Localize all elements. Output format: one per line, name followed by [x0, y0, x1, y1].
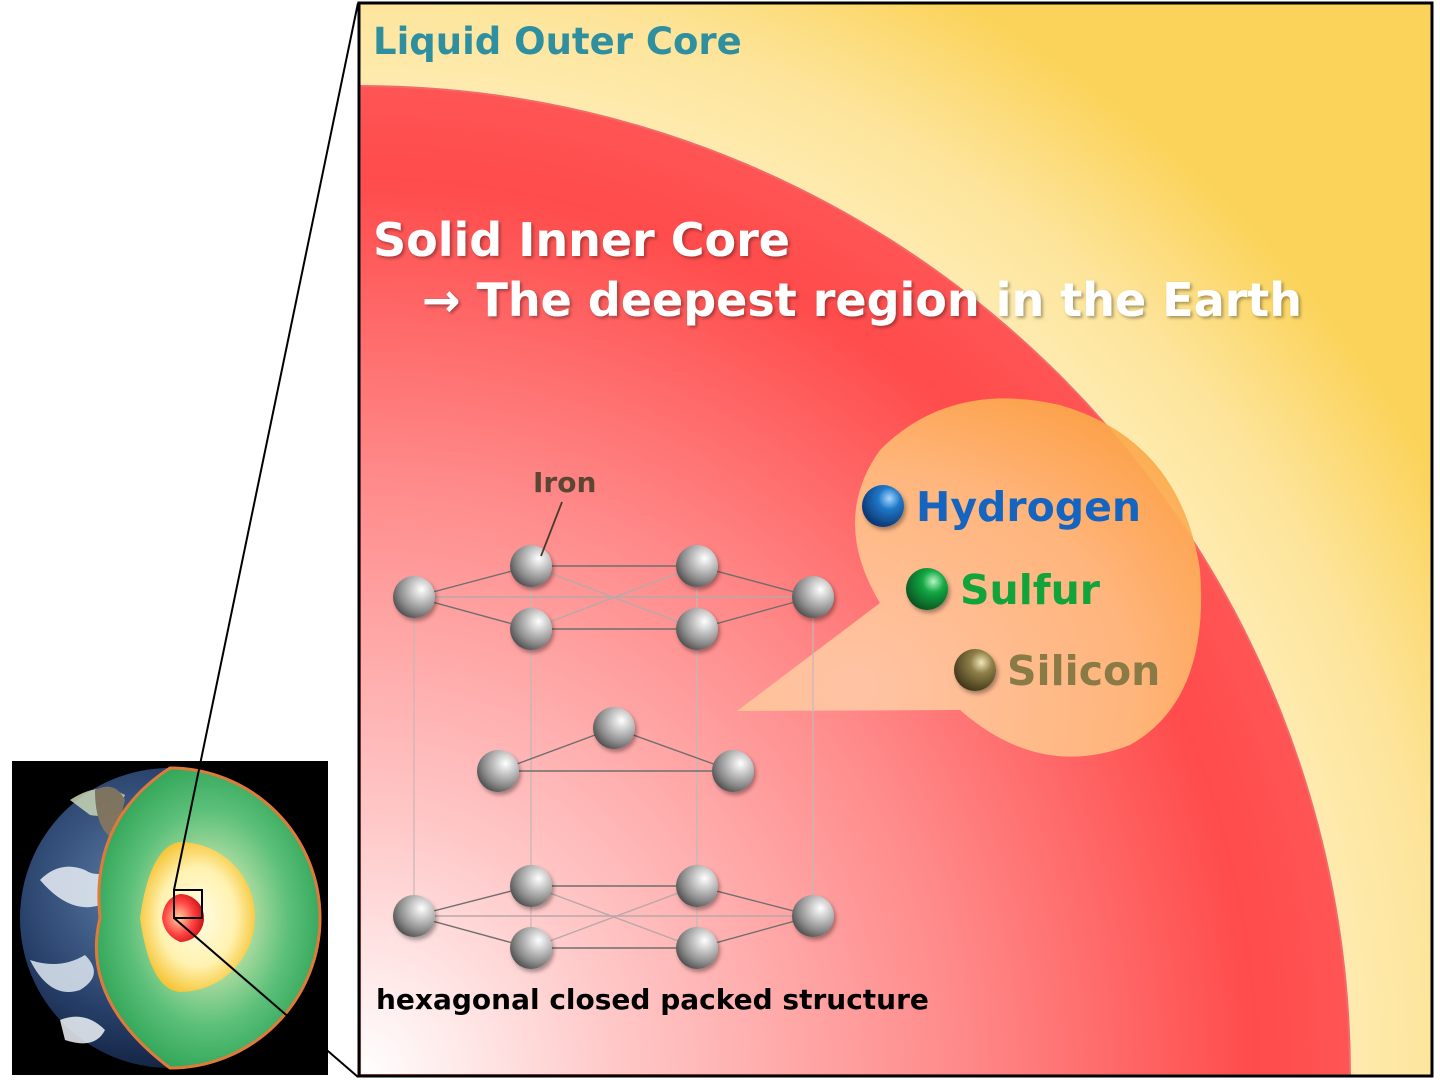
iron-atom — [510, 545, 552, 587]
silicon-label: Silicon — [1007, 647, 1160, 695]
iron-atom — [593, 707, 635, 749]
inner-core-sublabel: → The deepest region in the Earth — [422, 273, 1302, 327]
sulfur-atom — [906, 568, 948, 610]
iron-atom — [510, 927, 552, 969]
iron-atom — [510, 865, 552, 907]
iron-atom — [792, 895, 834, 937]
iron-atom — [393, 895, 435, 937]
iron-atom — [792, 576, 834, 618]
iron-atom — [676, 608, 718, 650]
sulfur-label: Sulfur — [960, 566, 1101, 614]
iron-atom — [676, 927, 718, 969]
lattice-middle-triangle — [497, 727, 734, 772]
iron-atom — [393, 576, 435, 618]
iron-atom — [477, 750, 519, 792]
element-item-sulfur: Sulfur — [906, 566, 1101, 614]
lattice-caption: hexagonal closed packed structure — [376, 983, 929, 1016]
iron-atom — [510, 608, 552, 650]
iron-pointer-line — [540, 501, 563, 557]
inner-core-label: Solid Inner Core — [373, 213, 790, 267]
inner-core-region — [360, 84, 1352, 1075]
iron-atom — [676, 545, 718, 587]
iron-atom — [712, 750, 754, 792]
hydrogen-atom — [862, 485, 904, 527]
light-elements-bubble — [737, 398, 1202, 757]
zoom-line-top — [173, 2, 359, 891]
element-item-silicon: Silicon — [954, 647, 1160, 695]
iron-atoms — [393, 545, 834, 969]
element-list: Hydrogen Sulfur Silicon — [862, 483, 1160, 695]
earth-inset — [12, 761, 328, 1075]
silicon-atom — [954, 649, 996, 691]
element-item-hydrogen: Hydrogen — [862, 483, 1141, 531]
hcp-lattice: Iron hexagonal closed packed structure — [376, 466, 929, 1016]
iron-atom — [676, 865, 718, 907]
iron-label: Iron — [533, 466, 596, 499]
bubble-shape — [737, 398, 1202, 757]
core-panel-border — [357, 1, 1434, 1078]
hydrogen-label: Hydrogen — [916, 483, 1141, 531]
zoom-line-bottom — [173, 917, 359, 1078]
zoom-box — [173, 889, 203, 919]
outer-core-label: Liquid Outer Core — [373, 20, 742, 63]
